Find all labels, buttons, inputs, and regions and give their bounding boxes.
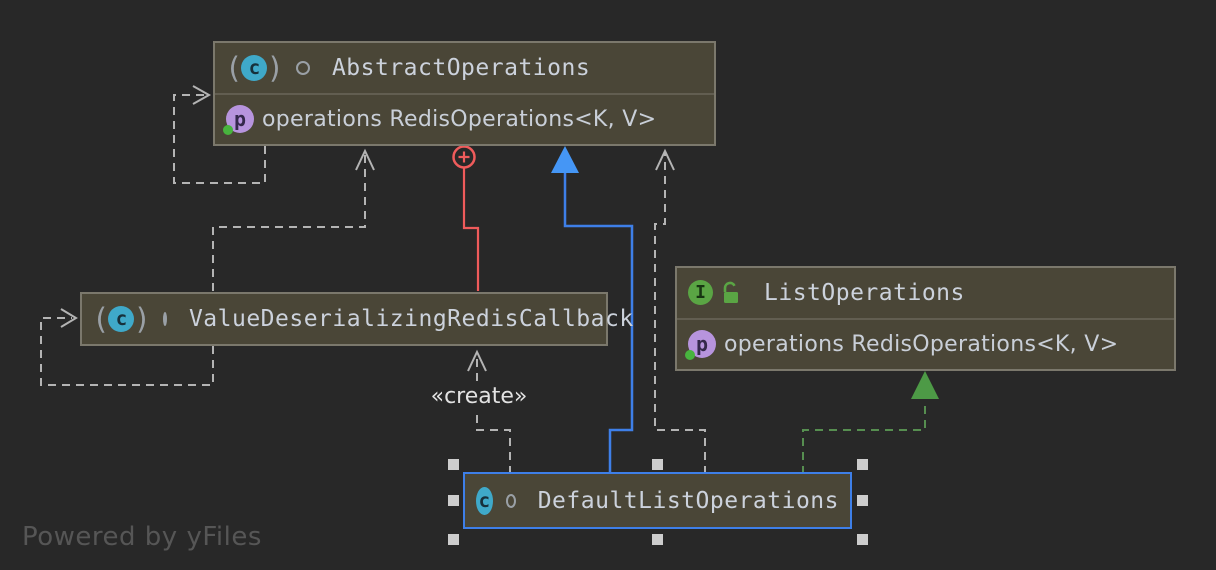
node-title: ListOperations	[764, 279, 965, 306]
selection-handle-mid-right[interactable]	[857, 495, 868, 506]
selection-handle-top-left[interactable]	[448, 459, 459, 470]
edge-selfloop-vdrc[interactable]	[40, 308, 214, 386]
class-icon: c	[476, 486, 493, 515]
edge-extends-dlo-to-abstract[interactable]	[551, 146, 634, 474]
node-value-deserializing-redis-callback[interactable]: ( c ) ValueDeserializingRedisCallback	[80, 292, 633, 346]
edge-selfloop-abstract-operations[interactable]	[173, 85, 266, 184]
node-default-list-operations[interactable]: c DefaultListOperations	[463, 472, 852, 529]
selection-handle-bottom-left[interactable]	[448, 534, 459, 545]
edge-label-create: «create»	[421, 383, 537, 410]
unlock-icon	[720, 281, 742, 305]
member-text: operations RedisOperations<K, V>	[262, 106, 657, 132]
node-header[interactable]: ( c ) ValueDeserializingRedisCallback	[82, 294, 633, 344]
filled-triangle-arrowhead-icon	[551, 146, 579, 173]
node-member-row[interactable]: p operations RedisOperations<K, V>	[215, 92, 714, 145]
open-arrowhead-icon	[467, 349, 487, 372]
field-icon: p	[223, 105, 254, 136]
edge-implements-dlo-to-listoperations[interactable]	[802, 371, 939, 474]
class-icon: ( c )	[92, 302, 151, 336]
open-arrowhead-icon	[355, 148, 375, 171]
visibility-ring-icon	[162, 312, 167, 326]
selection-handle-bottom-right[interactable]	[857, 534, 868, 545]
yfiles-watermark: Powered by yFiles	[22, 522, 262, 552]
node-title: DefaultListOperations	[537, 487, 839, 514]
public-dot-icon	[223, 125, 233, 136]
open-arrowhead-icon	[60, 308, 78, 328]
member-text: operations RedisOperations<K, V>	[724, 331, 1119, 357]
visibility-ring-icon	[295, 60, 310, 75]
node-header[interactable]: ( c ) AbstractOperations	[215, 43, 714, 93]
node-list-operations[interactable]: I ListOperations p operations RedisOpera…	[675, 266, 1176, 371]
class-icon: ( c )	[225, 50, 284, 85]
node-abstract-operations[interactable]: ( c ) AbstractOperations p operations Re…	[213, 41, 716, 146]
node-title: AbstractOperations	[331, 54, 591, 81]
node-member-row[interactable]: p operations RedisOperations<K, V>	[677, 317, 1174, 370]
selection-handle-top-right[interactable]	[857, 459, 868, 470]
public-dot-icon	[685, 350, 695, 361]
edge-create-dlo-to-vdrc[interactable]	[467, 349, 511, 474]
filled-triangle-arrowhead-icon	[911, 371, 939, 399]
selection-handle-top-center[interactable]	[652, 459, 663, 470]
visibility-ring-icon	[505, 493, 516, 508]
node-header[interactable]: c DefaultListOperations	[465, 474, 850, 527]
field-icon: p	[685, 330, 716, 361]
selection-handle-mid-left[interactable]	[448, 495, 459, 506]
node-header[interactable]: I ListOperations	[677, 268, 1174, 318]
edge-dependency-vdrc-to-abstract[interactable]	[212, 148, 375, 291]
edge-dependency-dlo-to-abstract[interactable]	[654, 148, 706, 474]
open-arrowhead-icon	[655, 148, 675, 171]
node-title: ValueDeserializingRedisCallback	[188, 306, 634, 332]
open-arrowhead-icon	[192, 85, 212, 105]
edge-create-vdrc-to-abstract[interactable]	[452, 145, 480, 292]
selection-handle-bottom-center[interactable]	[652, 534, 663, 545]
interface-icon: I	[688, 280, 713, 306]
